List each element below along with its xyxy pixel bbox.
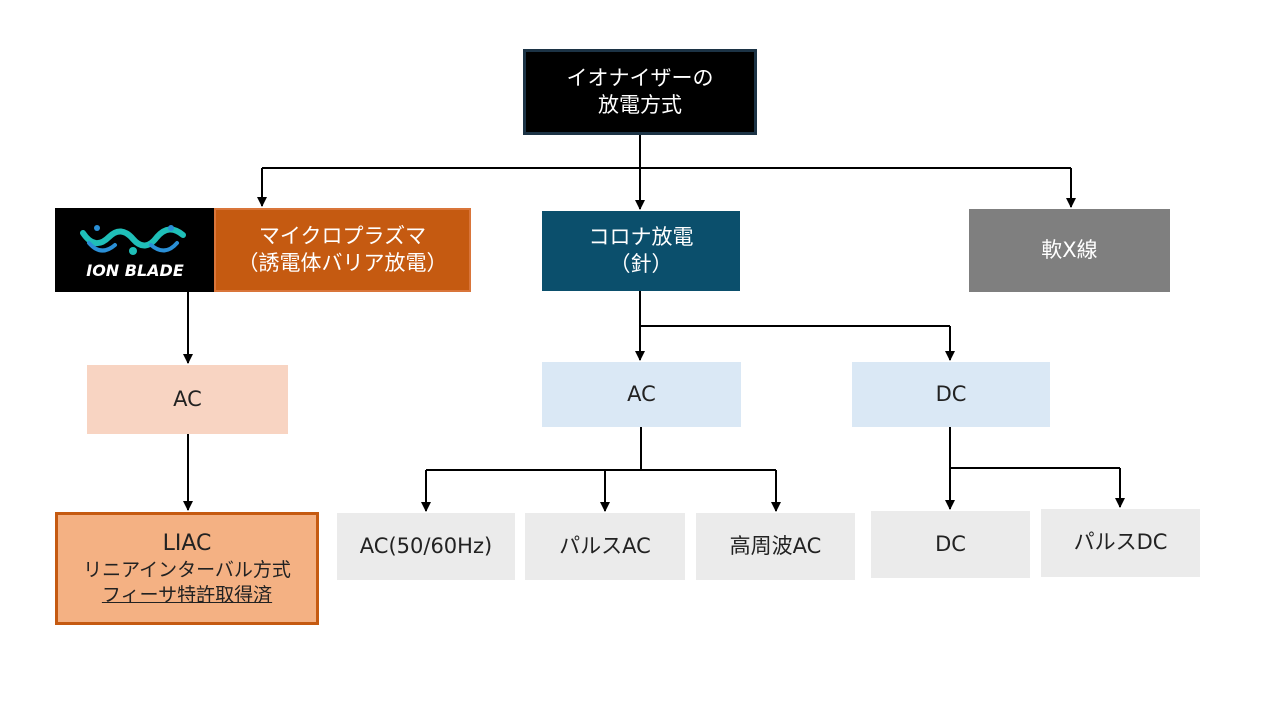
ion-blade-wordmark: ION BLADE — [86, 261, 184, 280]
leaf-ac-50-60-label: AC(50/60Hz) — [359, 533, 493, 558]
leaf-ac-50-60: AC(50/60Hz) — [337, 513, 515, 580]
plasma-ac-node: AC — [87, 365, 288, 434]
corona-line2: （針） — [609, 252, 673, 276]
root-title-line2: 放電方式 — [598, 93, 682, 117]
microplasma-node: マイクロプラズマ （誘電体バリア放電） — [214, 208, 471, 292]
plasma-ac-label: AC — [173, 386, 202, 411]
ion-blade-logo: ION BLADE — [55, 208, 215, 292]
corona-line1: コロナ放電 — [588, 224, 694, 249]
corona-node: コロナ放電 （針） — [542, 211, 740, 291]
soft-xray-node: 軟X線 — [969, 209, 1170, 292]
leaf-pulse-dc-label: パルスDC — [1073, 530, 1168, 555]
corona-ac-node: AC — [542, 362, 741, 427]
liac-title: LIAC — [162, 530, 212, 556]
liac-method: リニアインターバル方式 — [83, 559, 291, 582]
leaf-pulse-dc: パルスDC — [1041, 509, 1200, 577]
soft-xray-label: 軟X線 — [1041, 237, 1098, 262]
corona-dc-label: DC — [935, 381, 967, 406]
leaf-dc-label: DC — [935, 531, 966, 556]
microplasma-line2: （誘電体バリア放電） — [237, 251, 448, 275]
leaf-high-frequency-ac-label: 高周波AC — [729, 533, 822, 558]
leaf-high-frequency-ac: 高周波AC — [696, 513, 855, 580]
leaf-dc: DC — [871, 511, 1030, 578]
liac-patent-note: フィーサ特許取得済 — [101, 583, 273, 606]
root-title-line1: イオナイザーの — [566, 65, 714, 90]
root-node: イオナイザーの 放電方式 — [523, 49, 757, 135]
svg-text:ION BLADE: ION BLADE — [86, 261, 184, 280]
ion-blade-wave-icon — [80, 225, 186, 255]
leaf-pulse-ac: パルスAC — [525, 513, 685, 580]
corona-dc-node: DC — [852, 362, 1050, 427]
corona-ac-label: AC — [627, 381, 656, 406]
leaf-pulse-ac-label: パルスAC — [559, 533, 651, 558]
liac-node: LIAC リニアインターバル方式 フィーサ特許取得済 — [55, 512, 319, 625]
microplasma-line1: マイクロプラズマ — [258, 223, 427, 248]
